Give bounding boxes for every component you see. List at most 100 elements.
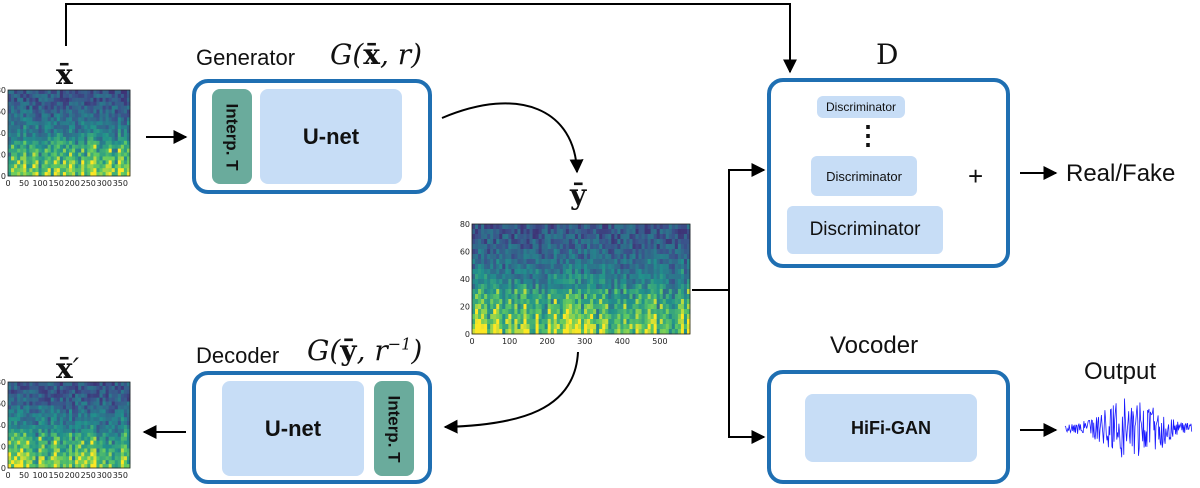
spectrogram-cell	[35, 97, 39, 103]
spectrogram-cell	[105, 417, 110, 422]
spectrogram-cell	[581, 299, 585, 305]
spectrogram-cell	[532, 299, 536, 305]
spectrogram-cell	[620, 234, 624, 240]
spectrogram-cell	[75, 133, 79, 138]
spectrogram-cell	[111, 444, 116, 449]
spectrogram-cell	[87, 105, 91, 110]
spectrogram-cell	[590, 259, 594, 265]
spectrogram-cell	[23, 148, 27, 153]
spectrogram-cell	[56, 93, 61, 99]
spectrogram-cell	[517, 324, 521, 330]
spectrogram-cell	[35, 144, 39, 150]
spectrogram-cell	[514, 314, 518, 320]
spectrogram-cell	[20, 152, 24, 157]
spectrogram-cell	[523, 259, 527, 265]
spectrogram-cell	[553, 309, 558, 315]
spectrogram-cell	[35, 393, 39, 399]
spectrogram-cell	[659, 244, 664, 250]
spectrogram-cell	[650, 259, 655, 265]
spectrogram-cell	[505, 259, 509, 265]
spectrogram-cell	[647, 239, 652, 245]
spectrogram-cell	[81, 133, 85, 138]
spectrogram-cell	[47, 409, 52, 414]
spectrogram-cell	[514, 324, 518, 330]
spectrogram-cell	[93, 436, 97, 442]
spectrogram-cell	[32, 113, 36, 118]
spectrogram-cell	[81, 168, 85, 173]
spectrogram-cell	[577, 294, 582, 300]
spectrogram-cell	[568, 304, 573, 310]
spectrogram-cell	[111, 117, 116, 122]
spectrogram-cell	[553, 289, 558, 295]
spectrogram-cell	[571, 239, 576, 245]
spectrogram-cell	[662, 274, 667, 280]
spectrogram-cell	[108, 428, 113, 434]
spectrogram-cell	[532, 289, 536, 295]
spectrogram-cell	[490, 324, 494, 330]
arrow-to-discriminator	[728, 163, 766, 290]
spectrogram-cell	[499, 304, 503, 310]
spectrogram-cell	[496, 254, 500, 260]
spectrogram-cell	[599, 309, 603, 315]
spectrogram-cell	[547, 224, 552, 230]
spectrogram-cell	[17, 401, 21, 406]
spectrogram-cell	[96, 156, 100, 161]
spectrogram-cell	[650, 319, 655, 325]
spectrogram-cell	[547, 234, 552, 240]
spectrogram-cell	[559, 304, 564, 310]
spectrogram-cell	[11, 452, 15, 457]
spectrogram-cell	[559, 324, 564, 330]
spectrogram-cell	[475, 264, 479, 270]
spectrogram-cell	[65, 97, 70, 103]
spectrogram-cell	[29, 168, 33, 173]
spectrogram-cell	[44, 409, 49, 414]
decoder-unet: U-net	[222, 381, 364, 476]
spectrogram-cell	[111, 152, 116, 157]
spectrogram-cell	[8, 409, 12, 414]
spectrogram-cell	[587, 244, 591, 250]
spectrogram-cell	[117, 432, 122, 438]
spectrogram-cell	[638, 264, 642, 270]
spectrogram-cell	[114, 425, 119, 430]
spectrogram-cell	[114, 90, 119, 95]
spectrogram-cell	[8, 382, 12, 387]
spectrogram-cell	[656, 309, 661, 315]
spectrogram-cell	[668, 299, 673, 305]
spectrogram-cell	[605, 279, 609, 285]
spectrogram-cell	[535, 314, 540, 320]
spectrogram-cell	[502, 329, 506, 335]
spectrogram-cell	[93, 421, 97, 426]
spectrogram-cell	[686, 279, 691, 285]
spectrogram-cell	[29, 164, 33, 169]
spectrogram-cell	[99, 440, 103, 445]
spectrogram-cell	[686, 329, 691, 335]
spectrogram-cell	[559, 269, 564, 275]
spectrogram-cell	[65, 409, 70, 414]
spectrogram-cell	[23, 432, 27, 438]
spectrogram-cell	[599, 229, 603, 235]
spectrogram-cell	[650, 309, 655, 315]
spectrogram-cell	[650, 269, 655, 275]
spectrogram-cell	[568, 264, 573, 270]
spectrogram-cell	[32, 397, 36, 402]
spectrogram-cell	[50, 440, 55, 445]
spectrogram-cell	[62, 409, 67, 414]
spectrogram-cell	[680, 314, 685, 320]
spectrogram-cell	[686, 284, 691, 290]
spectrogram-cell	[653, 234, 658, 240]
spectrogram-cell	[123, 444, 128, 449]
spectrogram-cell	[65, 393, 70, 399]
spectrogram-cell	[117, 148, 122, 153]
spectrogram-cell	[26, 464, 30, 469]
spectrogram-cell	[475, 294, 479, 300]
spectrogram-cell	[50, 164, 55, 169]
spectrogram-cell	[44, 136, 49, 142]
spectrogram-cell	[35, 456, 39, 461]
spectrogram-cell	[105, 452, 110, 457]
spectrogram-cell	[662, 314, 667, 320]
spectrogram-cell	[511, 239, 515, 245]
spectrogram-cell	[44, 405, 49, 410]
spectrogram-cell	[484, 259, 488, 265]
spectrogram-cell	[587, 264, 591, 270]
spectrogram-cell	[668, 249, 673, 255]
